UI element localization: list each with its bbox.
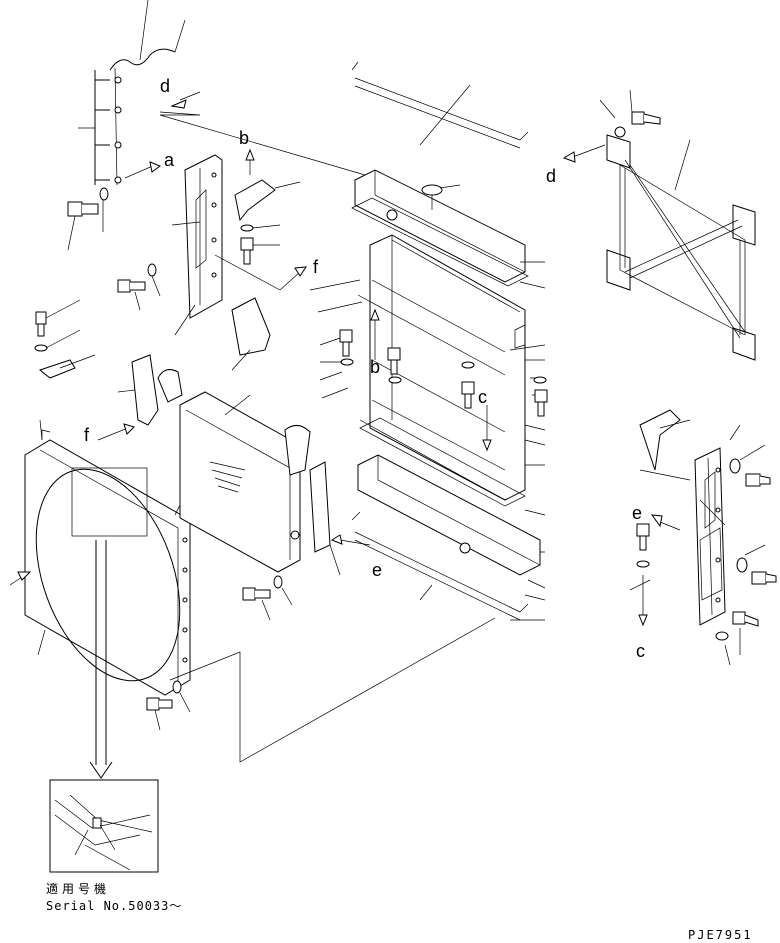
- drawing-code: PJE7951: [688, 928, 753, 942]
- cross-brace: [599, 89, 756, 361]
- detail-inset: [49, 779, 159, 873]
- callout-d-right: d: [546, 166, 556, 186]
- bracket-b: [234, 148, 301, 265]
- left-side-bracket: [171, 154, 223, 336]
- callout-e-right: e: [632, 503, 642, 523]
- detail-arrow: [95, 540, 107, 765]
- callout-f-top: f: [313, 257, 319, 277]
- aftercooler-core: [157, 369, 311, 573]
- callout-d-top: d: [160, 76, 170, 96]
- callout-c-center: c: [478, 387, 487, 407]
- applicable-serial-label: 適用号機: [46, 882, 111, 896]
- callout-a: a: [164, 150, 175, 170]
- leader-d-top: [159, 91, 366, 176]
- callout-b-top: b: [239, 128, 249, 148]
- callout-b-center: b: [370, 357, 380, 377]
- callout-c-right: c: [636, 641, 645, 661]
- radiator-assembly: [351, 61, 541, 621]
- fan-shroud: [9, 419, 191, 696]
- callout-f-left: f: [84, 425, 90, 445]
- serial-number-text: Serial No.50033～: [46, 899, 183, 913]
- callout-e-center: e: [372, 560, 382, 580]
- hose-clip-group: [67, 0, 186, 251]
- right-side-bracket: [629, 409, 777, 666]
